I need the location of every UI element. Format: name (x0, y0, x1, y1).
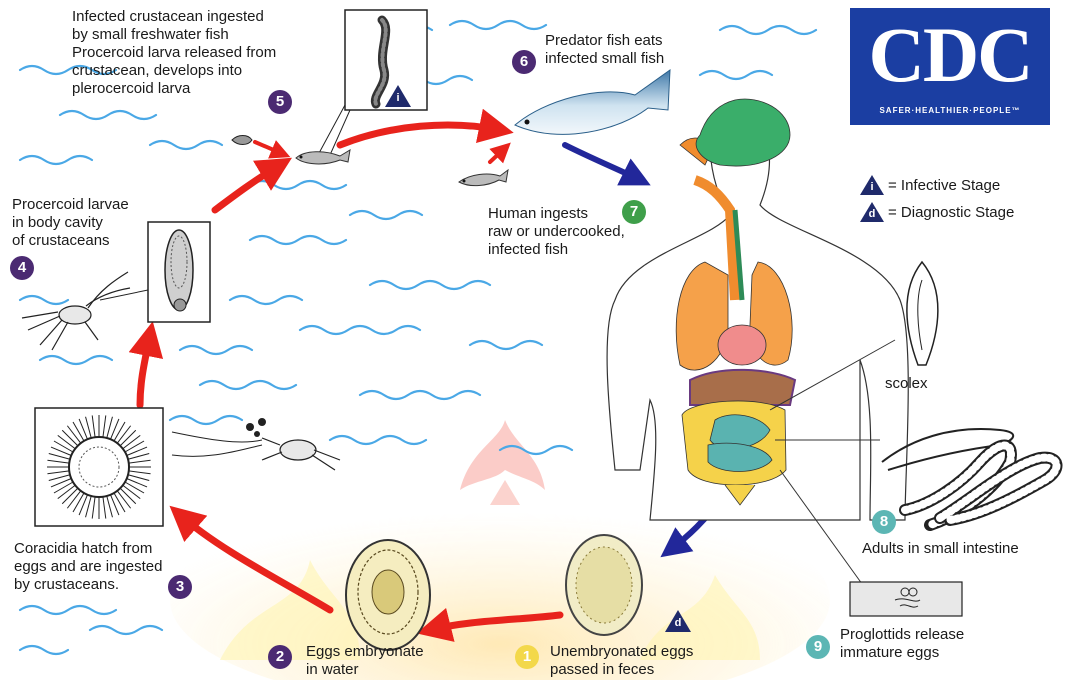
diagnostic-stage-marker: d (665, 610, 691, 632)
diagnostic-stage-icon: d (860, 202, 884, 222)
scolex-label: scolex (885, 375, 928, 393)
stage-5-badge: 5 (268, 90, 292, 114)
stage-1-badge: 1 (515, 645, 539, 669)
cdc-logo-tagline: SAFER·HEALTHIER·PEOPLE™ (850, 106, 1050, 116)
stage-7-label: Human ingests raw or undercooked, infect… (488, 205, 625, 259)
cdc-logo: CDC SAFER·HEALTHIER·PEOPLE™ (850, 8, 1050, 125)
unembryonated-egg-image (566, 535, 642, 635)
proglottid-image (850, 582, 962, 616)
human-body-image (607, 99, 908, 520)
scolex-image (907, 262, 938, 365)
stage-4-badge: 4 (10, 256, 34, 280)
small-fish-image (232, 136, 508, 186)
stage-6-label: Predator fish eats infected small fish (545, 32, 664, 68)
legend-diagnostic: d = Diagnostic Stage (860, 202, 1014, 222)
stage-3-label: Coracidia hatch from eggs and are ingest… (14, 540, 162, 594)
legend-infective: i = Infective Stage (860, 175, 1000, 195)
adult-tapeworm-image (882, 429, 1056, 525)
legend-diagnostic-text: = Diagnostic Stage (888, 204, 1014, 221)
stage-8-badge: 8 (872, 510, 896, 534)
stage-1-label: Unembryonated eggs passed in feces (550, 643, 693, 679)
stage-5-label: Infected crustacean ingested by small fr… (72, 8, 276, 98)
stage-9-badge: 9 (806, 635, 830, 659)
stage-4-label: Procercoid larvae in body cavity of crus… (12, 196, 129, 250)
stage-2-label: Eggs embryonate in water (306, 643, 424, 679)
infective-stage-marker: i (385, 85, 411, 107)
stage-2-badge: 2 (268, 645, 292, 669)
predator-fish-image (515, 70, 670, 134)
coracidium-image (35, 408, 262, 526)
stage-8-label: Adults in small intestine (862, 540, 1019, 558)
infective-stage-icon: i (860, 175, 884, 195)
cdc-logo-letters: CDC (850, 14, 1050, 96)
embryonated-egg-image (346, 540, 430, 650)
coracidia-ingesting-crustacean (246, 418, 340, 470)
legend-infective-text: = Infective Stage (888, 177, 1000, 194)
stage-7-badge: 7 (622, 200, 646, 224)
stage-9-label: Proglottids release immature eggs (840, 626, 964, 662)
stage-3-badge: 3 (168, 575, 192, 599)
crustacean-image (22, 272, 130, 350)
stage-6-badge: 6 (512, 50, 536, 74)
